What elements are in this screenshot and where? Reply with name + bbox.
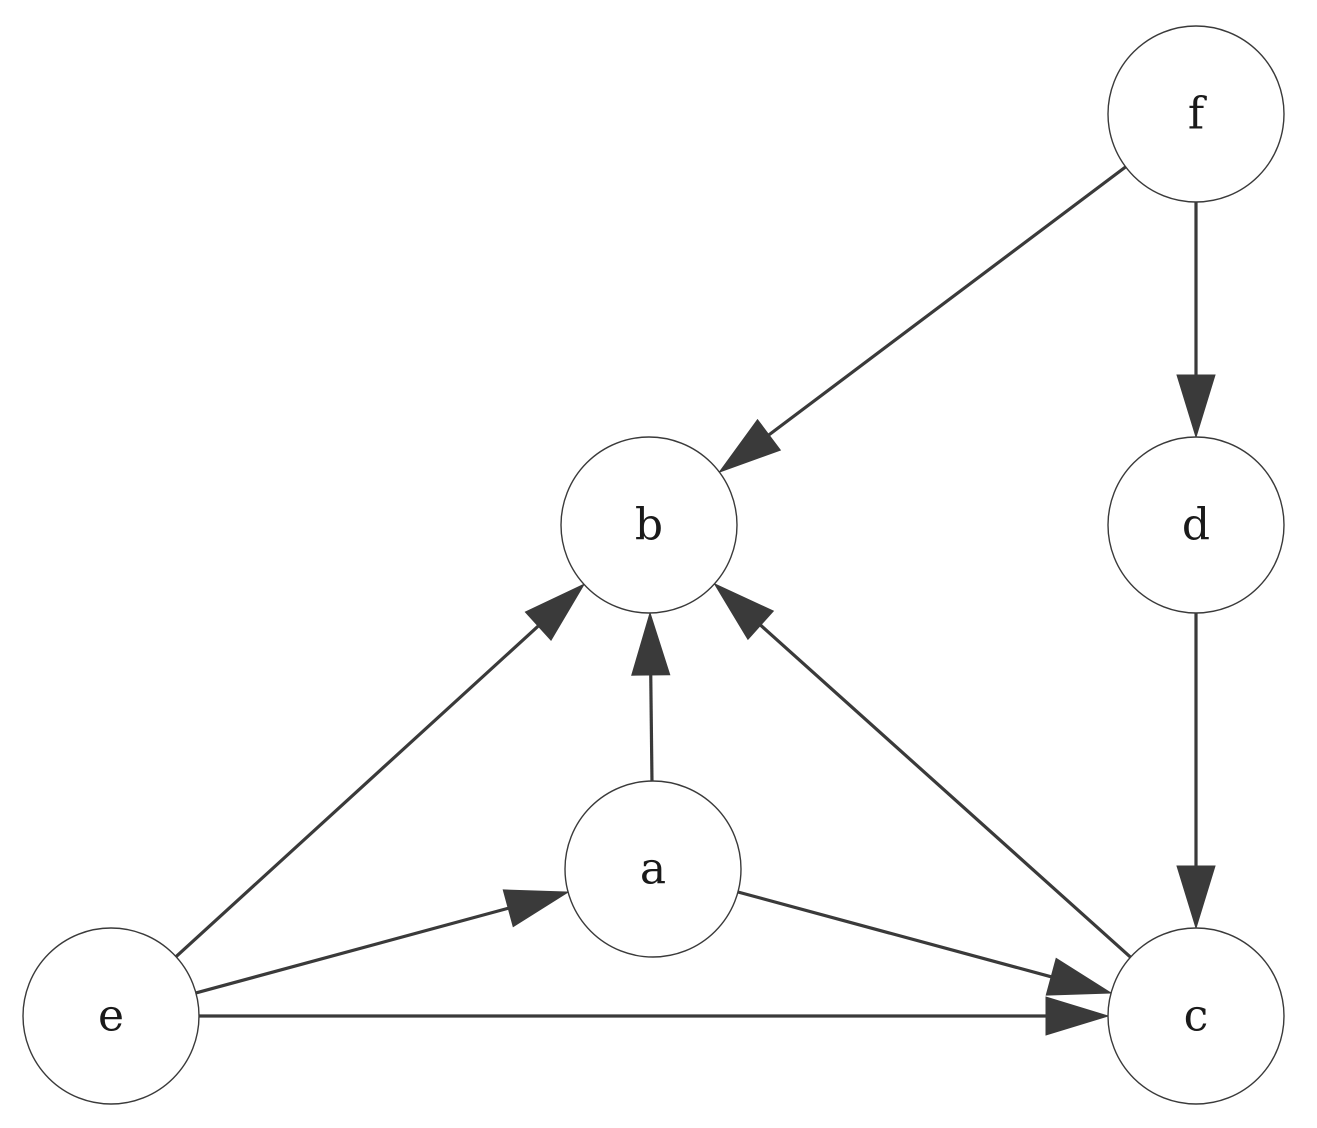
edge-a-to-b — [631, 611, 671, 782]
edge-e-to-c — [199, 996, 1110, 1036]
edge-d-to-c — [1176, 613, 1216, 930]
edge-line — [649, 674, 654, 782]
node-label: d — [1182, 500, 1210, 551]
edge-line — [759, 624, 1132, 959]
node-label: b — [635, 500, 663, 551]
edge-a-to-c — [737, 890, 1113, 996]
edge-line — [195, 906, 509, 995]
arrowhead — [502, 889, 570, 928]
arrowhead — [1176, 374, 1216, 439]
edge-e-to-b — [174, 583, 586, 958]
node-label: e — [98, 991, 124, 1042]
node-circle — [1107, 25, 1285, 203]
node-label: c — [1184, 991, 1209, 1042]
arrowhead — [1176, 865, 1216, 930]
node-d: d — [1107, 436, 1285, 614]
node-circle — [560, 436, 738, 614]
node-a: a — [564, 780, 742, 958]
edge-line — [737, 890, 1052, 979]
arrowhead — [1045, 996, 1110, 1036]
node-circle — [1107, 927, 1285, 1105]
node-label: f — [1188, 89, 1207, 140]
node-circle — [564, 780, 742, 958]
node-b: b — [560, 436, 738, 614]
arrowhead — [713, 582, 775, 641]
arrowhead — [631, 611, 671, 676]
edge-line — [174, 624, 540, 958]
node-c: c — [1107, 927, 1285, 1105]
edge-f-to-b — [717, 165, 1127, 474]
edges-layer — [174, 165, 1216, 1036]
node-circle — [22, 927, 200, 1105]
arrowhead — [717, 418, 782, 474]
node-circle — [1107, 436, 1285, 614]
arrowhead — [524, 583, 586, 641]
edge-f-to-d — [1176, 202, 1216, 439]
node-f: f — [1107, 25, 1285, 203]
node-e: e — [22, 927, 200, 1105]
nodes-layer: f b d a e c — [22, 25, 1285, 1105]
edge-line — [767, 165, 1127, 437]
edge-e-to-a — [195, 889, 570, 995]
edge-c-to-b — [713, 582, 1132, 959]
node-label: a — [640, 844, 666, 895]
arrowhead — [1045, 957, 1113, 996]
